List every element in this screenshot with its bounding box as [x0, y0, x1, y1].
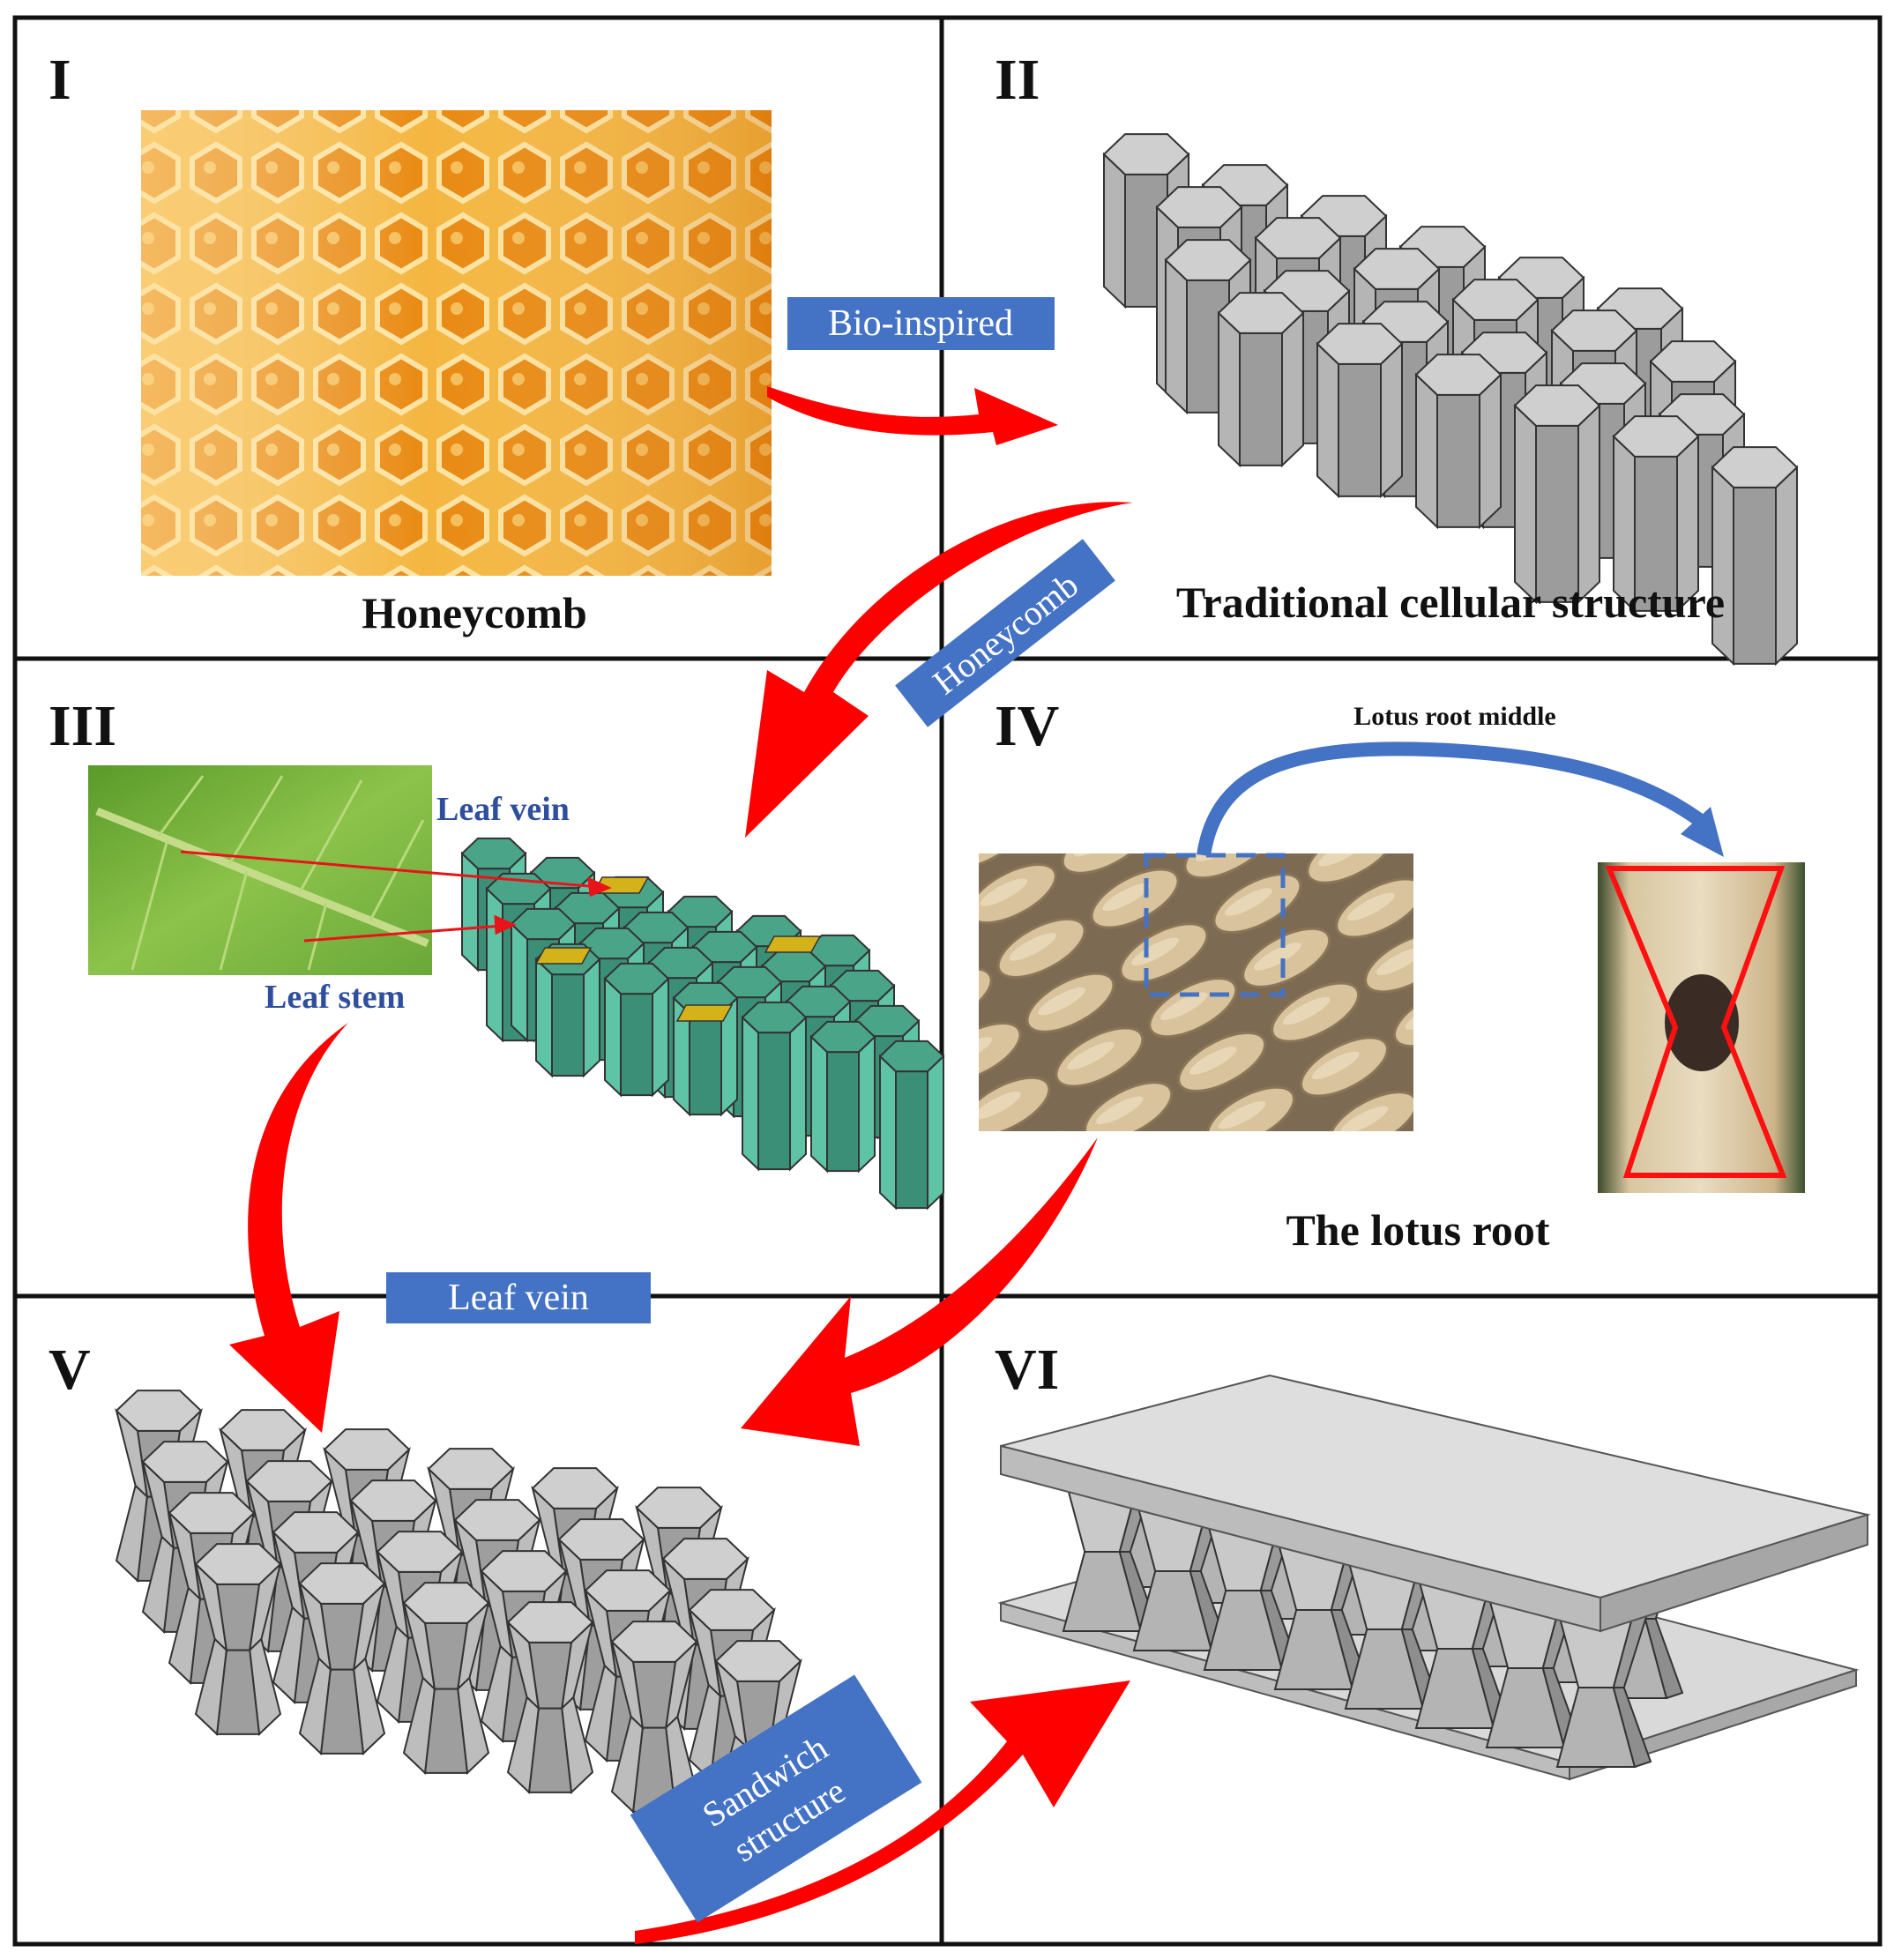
hex-cell: [1711, 446, 1799, 667]
hourglass-cell: [402, 1582, 490, 1775]
red-flow-arrows: [229, 386, 1133, 1944]
panel-numeral-v: V: [48, 1338, 91, 1402]
hourglass-cell: [298, 1562, 386, 1755]
arrow-ii-to-iii: [745, 502, 1133, 838]
traditional-cellular-model: [1102, 133, 1799, 667]
hex-cell: [1513, 384, 1601, 605]
arrow-i-to-ii: [767, 386, 1058, 445]
lotus-blue-arrow: [1197, 742, 1724, 857]
sandwich-core-cell: [1555, 1601, 1652, 1769]
svg-text:Bio-inspired: Bio-inspired: [828, 303, 1013, 344]
vein-highlight: [764, 935, 822, 953]
svg-text:Honeycomb: Honeycomb: [925, 564, 1085, 702]
green-hex-cell: [672, 981, 739, 1117]
lotus-root-caption: The lotus root: [1286, 1205, 1549, 1255]
green-hex-cell: [603, 962, 670, 1098]
sandwich-panel-model: [997, 1374, 1871, 1781]
leaf-stem-label: Leaf stem: [265, 979, 405, 1016]
hex-cell: [1217, 292, 1305, 468]
hex-cell: [1316, 323, 1404, 499]
leaf-vein-honeycomb-model: [460, 837, 945, 1211]
badge-bio-inspired: Bio-inspired: [787, 297, 1055, 350]
panel-grid: [12, 15, 1883, 1947]
green-hex-cell: [809, 1020, 876, 1174]
leaf-photo: [88, 765, 432, 975]
green-hex-cell: [878, 1040, 945, 1211]
panel-numeral-iv: IV: [995, 694, 1059, 758]
panel-numeral-iii: III: [48, 694, 116, 758]
leaf-vein-label: Leaf vein: [436, 791, 570, 828]
bio-inspired-hourglass-honeycomb: [115, 1390, 802, 1833]
panel-numeral-vi: VI: [995, 1338, 1059, 1402]
panel-numeral-i: I: [48, 48, 71, 112]
lotus-root-photo: [979, 853, 1413, 1131]
honeycomb-photo: [141, 110, 772, 576]
honeycomb-caption: Honeycomb: [362, 588, 587, 637]
arrow-iv-to-v: [741, 1137, 1098, 1446]
badge-leaf-vein: Leaf vein: [386, 1272, 651, 1323]
arrow-iii-to-v: [229, 1023, 348, 1433]
hex-cell: [1612, 415, 1700, 614]
green-hex-cell: [741, 1001, 808, 1172]
vein-highlight: [675, 1004, 734, 1022]
traditional-caption: Traditional cellular structure: [1176, 578, 1725, 627]
hourglass-cell: [194, 1543, 282, 1736]
lotus-root-closeup: [1598, 862, 1805, 1193]
vein-highlight: [534, 947, 593, 965]
arrow-v-to-vi: [635, 1681, 1130, 1944]
svg-text:Leaf vein: Leaf vein: [448, 1278, 589, 1318]
hourglass-cell: [506, 1601, 594, 1794]
leaf-pointer-arrows: [180, 850, 612, 943]
panel-numeral-ii: II: [995, 48, 1040, 112]
lotus-arrow-label: Lotus root middle: [1353, 702, 1555, 731]
hex-cell: [1414, 354, 1503, 530]
